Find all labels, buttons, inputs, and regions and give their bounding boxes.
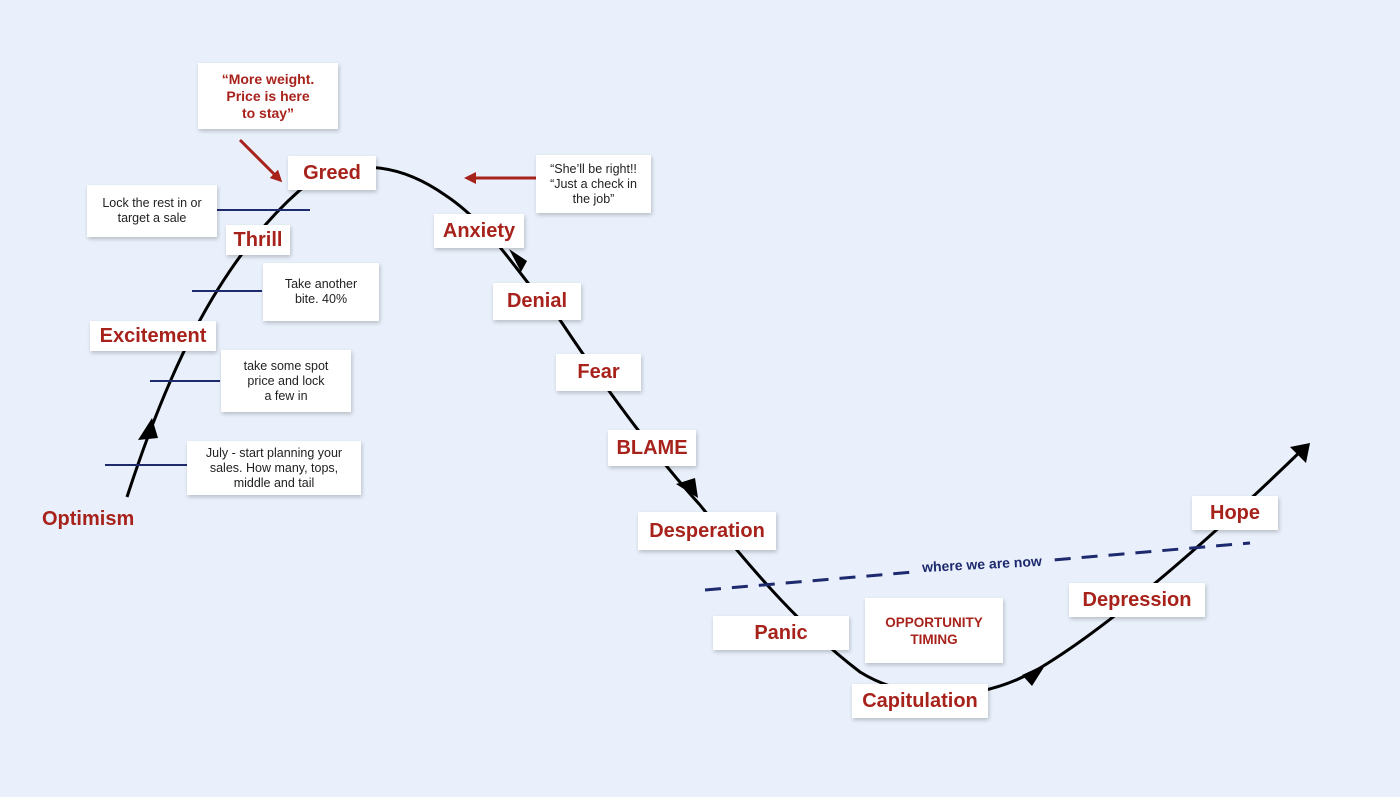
stage-anxiety: Anxiety bbox=[434, 214, 524, 248]
stage-blame: BLAME bbox=[608, 430, 696, 466]
stage-hope: Hope bbox=[1192, 496, 1278, 530]
arrow-capitulation-icon bbox=[1022, 664, 1046, 686]
red-arrow-greed bbox=[238, 138, 283, 183]
stage-denial: Denial bbox=[493, 283, 581, 320]
note-july-plan: July - start planning your sales. How ma… bbox=[187, 441, 361, 495]
arrow-blame-icon bbox=[676, 478, 698, 498]
stage-capitulation: Capitulation bbox=[852, 684, 988, 718]
stage-panic: Panic bbox=[713, 616, 849, 650]
note-take-another: Take another bite. 40% bbox=[263, 263, 379, 321]
note-spot-price: take some spot price and lock a few in bbox=[221, 350, 351, 412]
arrow-optimism-icon bbox=[138, 418, 158, 440]
stage-fear: Fear bbox=[556, 354, 641, 391]
note-opportunity-timing: OPPORTUNITY TIMING bbox=[865, 598, 1003, 663]
note-more-weight: “More weight. Price is here to stay” bbox=[198, 63, 338, 129]
arrow-hope-icon bbox=[1290, 443, 1310, 463]
note-shell-be-right: “She’ll be right!! “Just a check in the … bbox=[536, 155, 651, 213]
note-lock-rest: Lock the rest in or target a sale bbox=[87, 185, 217, 237]
stage-thrill: Thrill bbox=[226, 225, 290, 255]
stage-greed: Greed bbox=[288, 156, 376, 190]
stage-optimism: Optimism bbox=[42, 508, 135, 530]
stage-desperation: Desperation bbox=[638, 512, 776, 550]
stage-depression: Depression bbox=[1069, 583, 1205, 617]
stage-excitement: Excitement bbox=[90, 321, 216, 351]
arrow-anxiety-icon bbox=[509, 249, 527, 272]
